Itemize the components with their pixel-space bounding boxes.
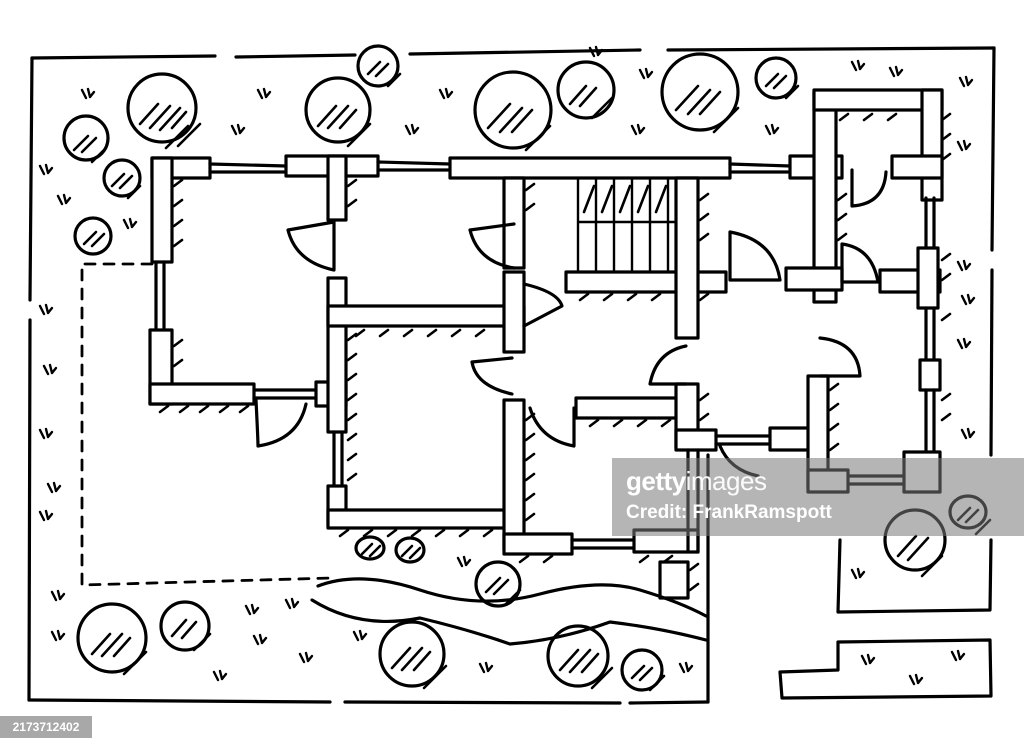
- watermark-overlay: gettyimages Credit: FrankRamspott: [612, 458, 1024, 536]
- tree-icon: [394, 536, 426, 564]
- staircase: [576, 176, 678, 274]
- trees: [62, 44, 992, 692]
- tree-icon: [660, 52, 740, 134]
- tree-icon: [546, 624, 614, 690]
- image-id-label: 2173712402: [0, 716, 92, 738]
- garden-path: [316, 577, 708, 618]
- tree-icon: [126, 72, 202, 150]
- tree-icon: [754, 56, 800, 100]
- wall-hatching: [158, 112, 952, 592]
- tree-icon: [620, 648, 666, 692]
- terrace-dashed-outline: [80, 262, 334, 587]
- tree-icon: [474, 560, 522, 608]
- getty-images-logo: gettyimages: [626, 466, 767, 496]
- tree-icon: [556, 60, 616, 120]
- tree-icon: [76, 602, 148, 676]
- credit-text: Credit: FrankRamspott: [626, 502, 832, 523]
- tree-icon: [354, 535, 386, 561]
- tree-icon: [304, 76, 372, 148]
- tree-icon: [356, 44, 402, 88]
- tree-icon: [102, 158, 142, 200]
- tree-icon: [73, 216, 113, 256]
- tree-icon: [62, 114, 110, 164]
- tree-icon: [378, 620, 448, 690]
- property-boundary: [27, 46, 996, 705]
- tree-icon: [159, 600, 212, 652]
- tree-icon: [473, 70, 553, 152]
